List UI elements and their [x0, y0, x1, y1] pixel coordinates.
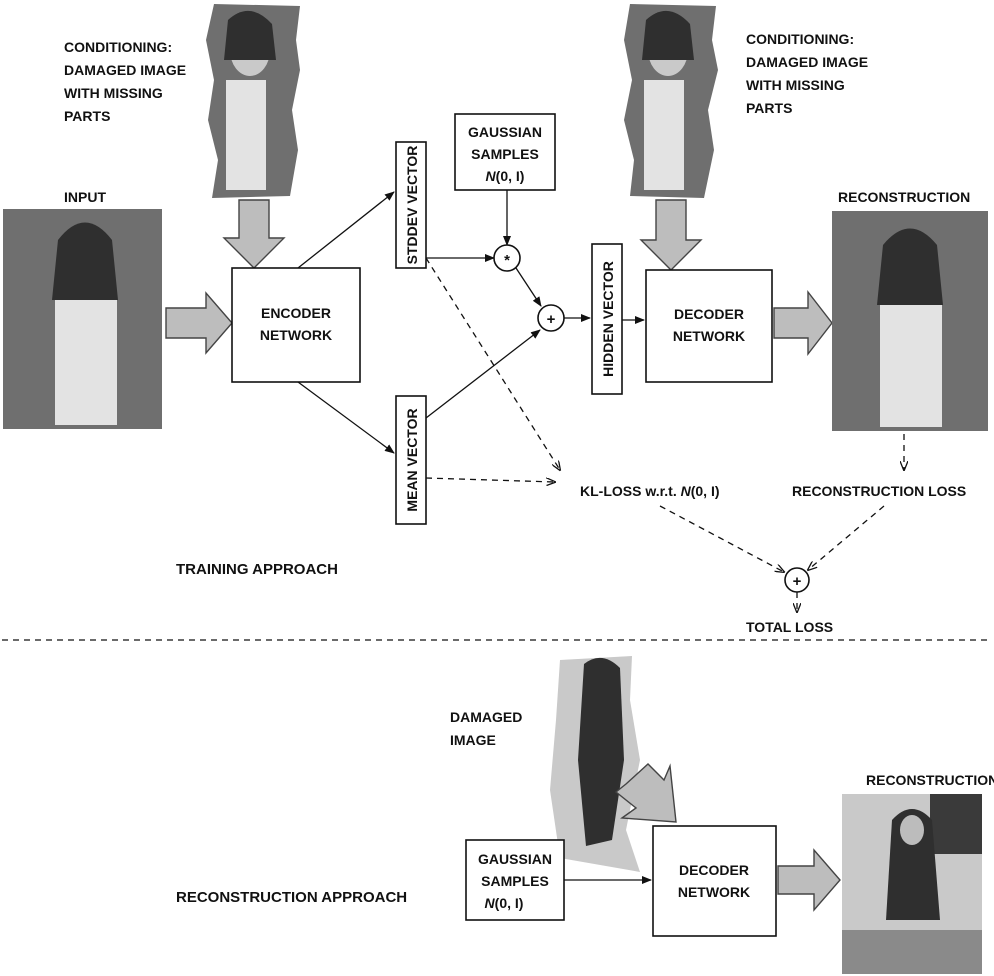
kl-loss-label: KL-LOSS w.r.t. N(0, I): [580, 483, 720, 499]
decoder-recon-output-arrow: [777, 848, 841, 912]
gaussian-label-2: SAMPLES: [471, 146, 539, 162]
svg-text:IMAGE: IMAGE: [450, 732, 496, 748]
stddev-vector-label: STDDEV VECTOR: [404, 146, 420, 265]
damaged-label: DAMAGED IMAGE: [450, 709, 522, 748]
input-label: INPUT: [64, 189, 106, 205]
reconstruction-loss-label: RECONSTRUCTION LOSS: [792, 483, 966, 499]
stddev-vector-box: [395, 141, 427, 269]
decoder-network-recon: [652, 825, 777, 937]
reconstruction-label: RECONSTRUCTION: [838, 189, 970, 205]
mean-to-kl-dashed-arrow: [425, 477, 555, 482]
gaussian-samples-box: [454, 113, 556, 191]
damaged-image: [550, 656, 640, 872]
svg-text:PARTS: PARTS: [64, 108, 110, 124]
conditioning-label-left: CONDITIONING: DAMAGED IMAGE WITH MISSING…: [64, 39, 186, 124]
reconstruction-image-recon: [842, 794, 982, 974]
reconstruction-label-recon: RECONSTRUCTION: [866, 772, 994, 788]
conditioning-arrow-left: [222, 199, 286, 269]
multiply-symbol: *: [504, 252, 510, 269]
mean-vector-box: [395, 395, 427, 525]
damaged-arrow: [614, 763, 677, 823]
gaussian-label-3: N(0, I): [486, 168, 525, 184]
decoder-recon-label-1: DECODER: [679, 862, 749, 878]
decoder-label-1: DECODER: [674, 306, 744, 322]
encoder-to-stddev-arrow: [297, 191, 395, 269]
conditioning-arrow-right: [639, 199, 703, 271]
reconstruction-image: [832, 211, 988, 431]
multiply-node: [493, 244, 521, 272]
svg-text:WITH MISSING: WITH MISSING: [64, 85, 163, 101]
stddev-to-kl-dashed-arrow: [425, 257, 560, 470]
decoder-network: [645, 269, 773, 383]
kl-to-total-dashed-arrow: [659, 505, 784, 572]
total-add-symbol: +: [793, 573, 802, 590]
hidden-vector-label: HIDDEN VECTOR: [600, 261, 616, 377]
encoder-label-1: ENCODER: [261, 305, 331, 321]
gaussian-recon-label-1: GAUSSIAN: [478, 851, 552, 867]
total-loss-label: TOTAL LOSS: [746, 619, 833, 635]
hidden-vector-box: [591, 243, 623, 395]
svg-text:DAMAGED IMAGE: DAMAGED IMAGE: [746, 54, 868, 70]
svg-text:DAMAGED IMAGE: DAMAGED IMAGE: [64, 62, 186, 78]
training-approach-title: TRAINING APPROACH: [176, 561, 338, 578]
conditioning-label-right: CONDITIONING: DAMAGED IMAGE WITH MISSING…: [746, 31, 868, 116]
svg-text:CONDITIONING:: CONDITIONING:: [746, 31, 854, 47]
decoder-output-arrow: [773, 289, 833, 357]
decoder-label-2: NETWORK: [673, 328, 745, 344]
gaussian-recon-label-3: N(0, I): [485, 895, 524, 911]
mean-to-add-arrow: [425, 329, 541, 419]
input-image: [3, 209, 162, 429]
reconstruction-approach-title: RECONSTRUCTION APPROACH: [176, 889, 407, 906]
gaussian-recon-label-2: SAMPLES: [481, 873, 549, 889]
svg-text:WITH MISSING: WITH MISSING: [746, 77, 845, 93]
gaussian-label-1: GAUSSIAN: [468, 124, 542, 140]
gaussian-samples-box-recon: [465, 839, 565, 921]
conditioning-image-left: [206, 4, 300, 198]
svg-text:DAMAGED: DAMAGED: [450, 709, 522, 725]
encoder-to-mean-arrow: [297, 381, 395, 454]
mean-vector-label: MEAN VECTOR: [404, 408, 420, 511]
add-symbol: +: [547, 311, 556, 328]
multiply-to-add-arrow: [515, 267, 542, 307]
input-arrow: [165, 291, 233, 355]
conditioning-image-right: [624, 4, 718, 198]
encoder-label-2: NETWORK: [260, 327, 332, 343]
svg-text:PARTS: PARTS: [746, 100, 792, 116]
svg-text:CONDITIONING:: CONDITIONING:: [64, 39, 172, 55]
encoder-network: [231, 267, 361, 383]
decoder-recon-label-2: NETWORK: [678, 884, 750, 900]
recon-to-total-dashed-arrow: [808, 505, 885, 570]
